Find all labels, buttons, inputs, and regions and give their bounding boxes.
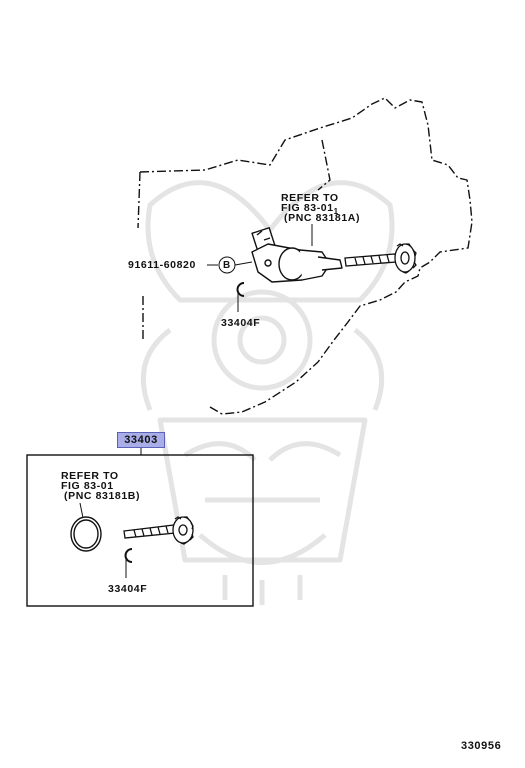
speed-sensor-sleeve: [251, 227, 343, 283]
upper-refer-fig: FIG 83-01: [281, 202, 334, 214]
kit-part-number: 33403: [117, 432, 165, 448]
illustration-id: 330956: [461, 740, 502, 752]
o-ring-icon: [70, 502, 102, 552]
upper-clip-part-number: 33404F: [221, 317, 261, 329]
transmission-housing: [137, 97, 473, 415]
kit-refer-line2: FIG 83-01: [61, 480, 114, 492]
bolt-part-number: 91611-60820: [128, 259, 196, 271]
upper-refer-line2: FIG 83-011: [281, 202, 339, 217]
kit-refer-line3: (PNC 83181B): [64, 490, 141, 502]
upper-refer-line3: (PNC 83181A): [284, 212, 361, 224]
kit-box: [26, 448, 254, 607]
kit-driven-gear: [123, 516, 194, 545]
watermark-logo: [140, 180, 395, 605]
upper-refer-line1: REFER TO: [281, 192, 339, 204]
kit-refer-line1: REFER TO: [61, 470, 119, 482]
kit-clip-part-number: 33404F: [108, 583, 148, 595]
upper-refer-subscript: 1: [333, 207, 339, 216]
kit-clip-icon: [124, 548, 133, 578]
bolt-callout-letter: B: [223, 260, 231, 271]
bolt-callout: [207, 256, 253, 274]
upper-clip-icon: [236, 282, 245, 312]
upper-driven-gear: [344, 243, 417, 274]
